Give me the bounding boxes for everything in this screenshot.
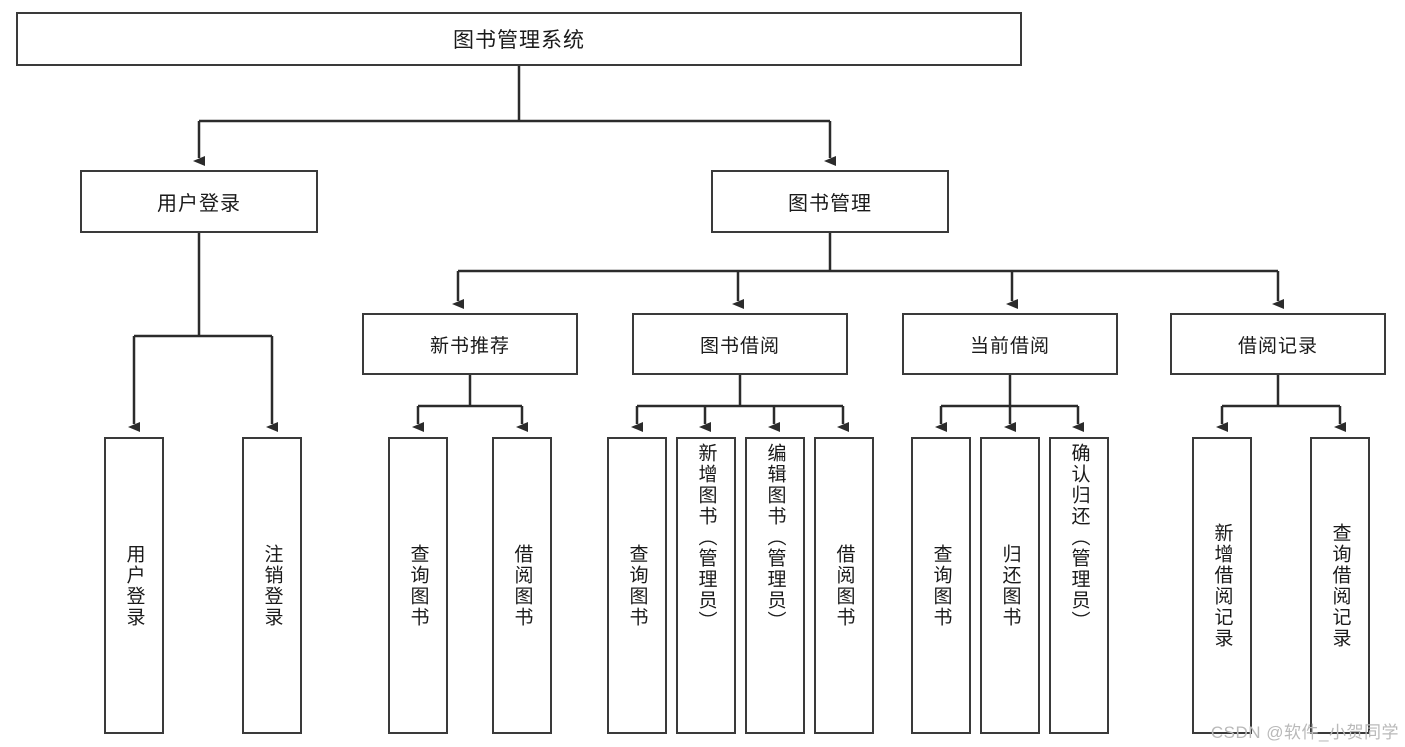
leaf-return-book[interactable]: 归还图书: [980, 437, 1040, 734]
leaf-edit-book[interactable]: 编辑图书（管理员）: [745, 437, 805, 734]
leaf-borrow-book-1-label: 借阅图书: [511, 543, 533, 628]
node-book-manage-label: 图书管理: [788, 193, 872, 215]
node-root-label: 图书管理系统: [453, 29, 585, 52]
node-borrow-record[interactable]: 借阅记录: [1170, 313, 1386, 375]
node-current-borrow-label: 当前借阅: [969, 335, 1050, 357]
leaf-borrow-book-2-label: 借阅图书: [833, 543, 855, 628]
node-book-manage[interactable]: 图书管理: [711, 170, 949, 233]
leaf-add-book-label: 新增图书（管理员）: [695, 443, 717, 632]
leaf-query-record-label: 查询借阅记录: [1329, 522, 1351, 649]
leaf-query-record[interactable]: 查询借阅记录: [1310, 437, 1370, 734]
leaf-logout-login[interactable]: 注销登录: [242, 437, 302, 734]
leaf-query-book-1[interactable]: 查询图书: [388, 437, 448, 734]
leaf-borrow-book-1[interactable]: 借阅图书: [492, 437, 552, 734]
leaf-logout-login-label: 注销登录: [261, 543, 283, 628]
leaf-confirm-return-label: 确认归还（管理员）: [1068, 443, 1090, 632]
leaf-query-book-2-label: 查询图书: [626, 543, 648, 628]
leaf-user-login[interactable]: 用户登录: [104, 437, 164, 734]
watermark-text: CSDN @软件_小贺同学: [1210, 723, 1399, 742]
node-new-book-recommend-label: 新书推荐: [429, 335, 510, 357]
leaf-query-book-1-label: 查询图书: [407, 543, 429, 628]
leaf-return-book-label: 归还图书: [999, 543, 1021, 628]
node-book-borrow[interactable]: 图书借阅: [632, 313, 848, 375]
node-current-borrow[interactable]: 当前借阅: [902, 313, 1118, 375]
leaf-query-book-3-label: 查询图书: [930, 543, 952, 628]
leaf-add-book[interactable]: 新增图书（管理员）: [676, 437, 736, 734]
node-root[interactable]: 图书管理系统: [16, 12, 1022, 66]
leaf-borrow-book-2[interactable]: 借阅图书: [814, 437, 874, 734]
node-user-login[interactable]: 用户登录: [80, 170, 318, 233]
leaf-add-record-label: 新增借阅记录: [1211, 522, 1233, 649]
node-borrow-record-label: 借阅记录: [1237, 335, 1318, 357]
leaf-query-book-3[interactable]: 查询图书: [911, 437, 971, 734]
leaf-user-login-label: 用户登录: [123, 543, 145, 628]
leaf-edit-book-label: 编辑图书（管理员）: [764, 443, 786, 632]
leaf-query-book-2[interactable]: 查询图书: [607, 437, 667, 734]
node-user-login-label: 用户登录: [157, 193, 241, 215]
leaf-add-record[interactable]: 新增借阅记录: [1192, 437, 1252, 734]
leaf-confirm-return[interactable]: 确认归还（管理员）: [1049, 437, 1109, 734]
node-book-borrow-label: 图书借阅: [699, 335, 780, 357]
node-new-book-recommend[interactable]: 新书推荐: [362, 313, 578, 375]
